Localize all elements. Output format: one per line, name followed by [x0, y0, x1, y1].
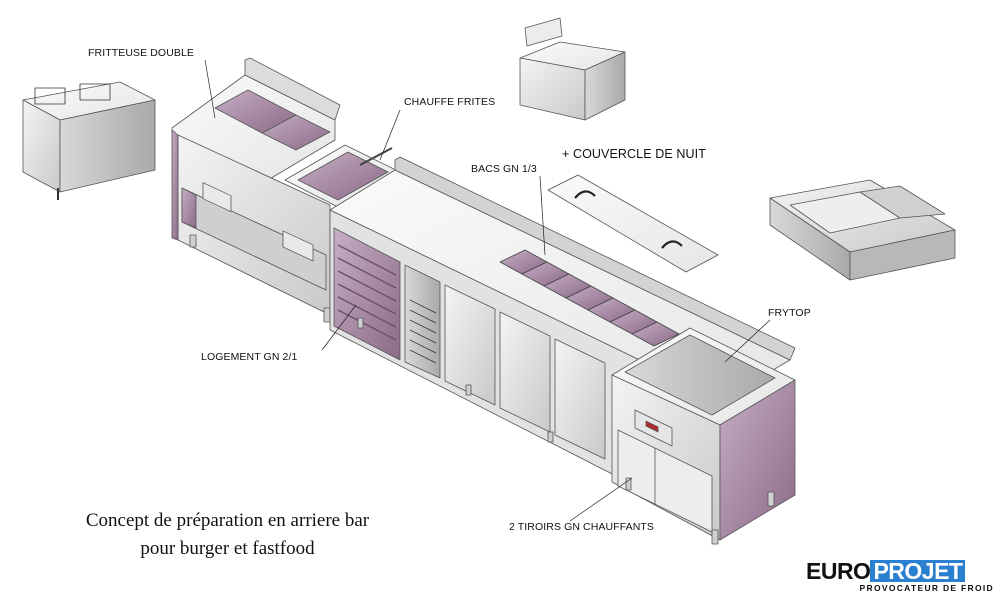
logo-tagline: PROVOCATEUR DE FROID [859, 583, 994, 593]
frytop-inset [769, 179, 956, 281]
label-chauffe-frites: CHAUFFE FRITES [404, 96, 496, 108]
label-fritteuse-double: FRITTEUSE DOUBLE [88, 47, 195, 59]
label-logement-gn: LOGEMENT GN 2/1 [201, 351, 298, 363]
label-couvercle-de-nuit: + COUVERCLE DE NUIT [562, 147, 706, 161]
central-counter [329, 156, 796, 531]
logo-word-euro: EURO [806, 558, 871, 584]
frytop-cabinet [611, 327, 796, 545]
logo-word-projet: PROJET [870, 560, 966, 583]
label-frytop: FRYTOP [768, 307, 811, 319]
fryer-cabinet [171, 57, 341, 323]
night-cover-inset [547, 174, 719, 273]
label-tiroirs-gn: 2 TIROIRS GN CHAUFFANTS [509, 521, 655, 533]
double-fryer-inset [22, 81, 156, 200]
leader-lines [204, 59, 771, 522]
europrojet-logo: EURO PROJET PROVOCATEUR DE FROID [806, 558, 994, 594]
chip-warmer-inset [519, 17, 626, 121]
caption-line-1: Concept de préparation en arriere bar [85, 510, 370, 531]
caption-line-2: pour burger et fastfood [140, 538, 315, 559]
label-bacs-gn: BACS GN 1/3 [471, 163, 537, 175]
chip-warmer [284, 144, 401, 209]
